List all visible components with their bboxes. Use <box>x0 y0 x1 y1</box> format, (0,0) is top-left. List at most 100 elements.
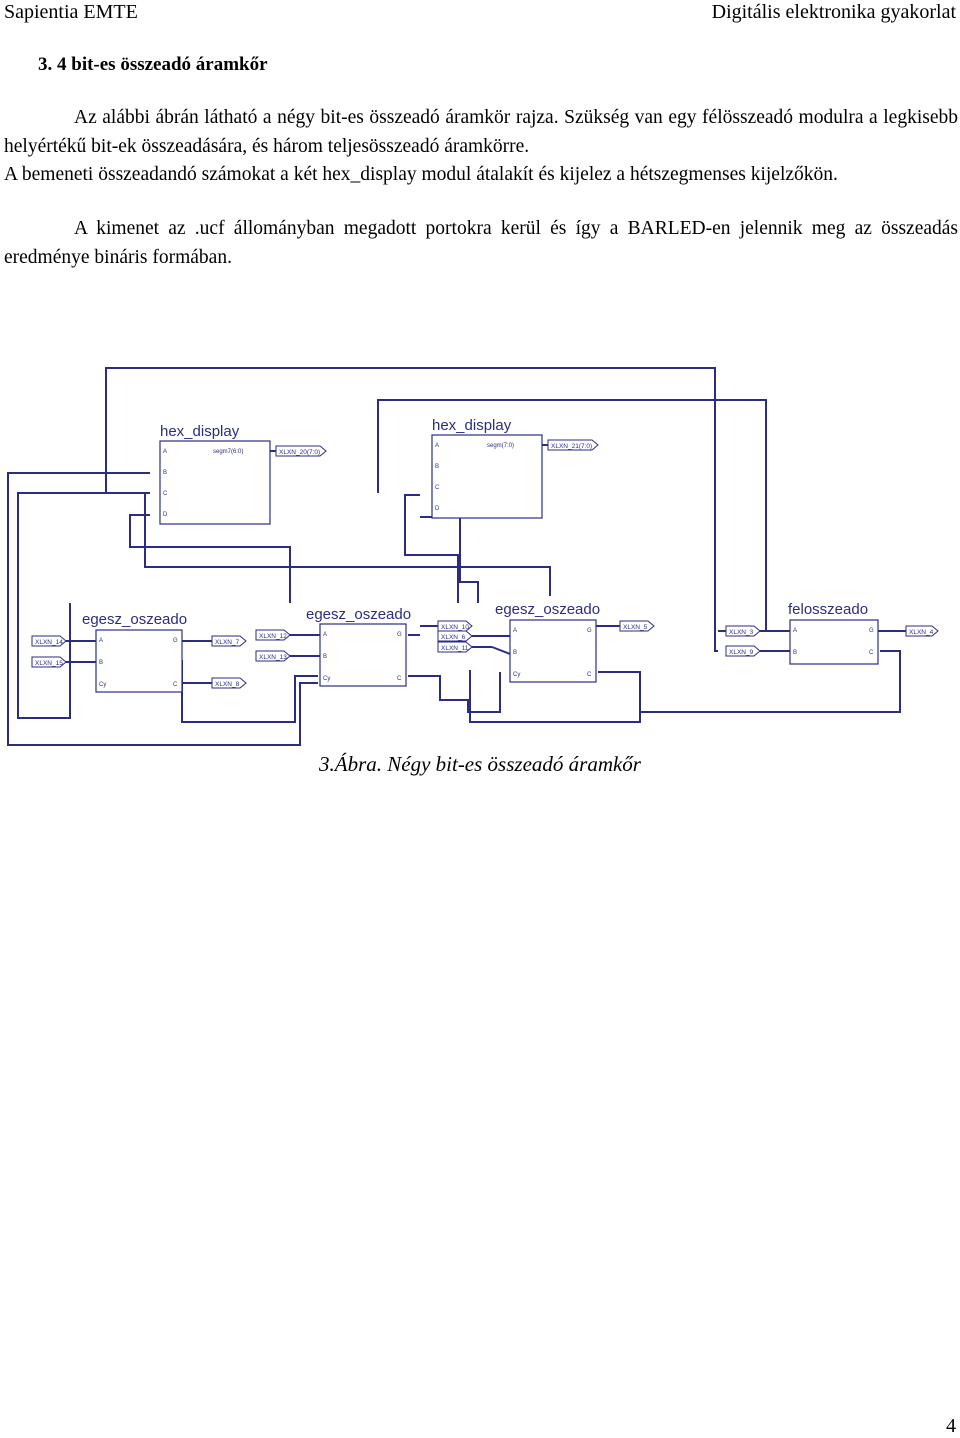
adder-3-title: egesz_oszeado <box>495 601 600 618</box>
port-xlxn-15-label: XLXN_15 <box>35 660 63 667</box>
wire-carry-4 <box>639 650 901 713</box>
adder-2-out-g: G <box>397 632 402 638</box>
port-xlxn-4 <box>905 625 939 637</box>
adder-2-out-c: C <box>397 676 402 682</box>
section-title: 3. 4 bit-es összeadó áramkőr <box>38 54 268 75</box>
adder-2: egesz_oszeado A B Cy G C <box>306 606 411 687</box>
adder-3-pin-b: B <box>513 650 517 656</box>
hex-display-2-title: hex_display <box>432 417 512 434</box>
adder-1-pin-b: B <box>99 660 103 666</box>
wire-top-outer <box>105 367 718 652</box>
port-xlxn-21 <box>547 439 599 451</box>
paragraph-2-block: A bemeneti összeadandó számokat a két he… <box>4 161 958 190</box>
page-number: 4 <box>946 1415 956 1437</box>
port-xlxn-10-label: XLXN_10 <box>441 624 469 631</box>
hex-display-1-pin-c: C <box>163 491 168 497</box>
paragraph-1-block: Az alábbi ábrán látható a négy bit-es ös… <box>4 104 958 161</box>
port-xlxn-3 <box>725 625 761 637</box>
port-xlxn-21-label: XLXN_21(7:0) <box>551 443 592 450</box>
header-left: Sapientia EMTE <box>4 1 138 23</box>
hex-display-2-pin-a: A <box>435 443 439 449</box>
hex-display-1-pin-a: A <box>163 449 167 455</box>
hex-display-2-out: segm(7:0) <box>487 443 514 449</box>
hex-display-2: hex_display A B C D segm(7:0) XLXN_21(7:… <box>431 417 599 519</box>
adder-1-out-c: C <box>173 682 178 688</box>
adder-3-out-g: G <box>587 628 592 634</box>
circuit-diagram: hex_display A B C D segm7(6:0) XLXN_20(7… <box>7 367 939 746</box>
adder-3-pin-cy: Cy <box>513 672 520 678</box>
wire-carry-1 <box>181 660 318 723</box>
hex-display-2-pin-b: B <box>435 464 439 470</box>
port-xlxn-14-label: XLXN_14 <box>35 639 63 646</box>
hex-display-2-pin-d: D <box>435 506 440 512</box>
half-adder: felosszeado A B G C <box>788 601 879 665</box>
port-xlxn-7-label: XLXN_7 <box>215 639 240 646</box>
wire-mid-3 <box>420 516 479 603</box>
adder-1-out-g: G <box>173 638 178 644</box>
port-xlxn-12 <box>255 629 291 641</box>
adder-3-box <box>509 619 597 683</box>
wires <box>7 367 901 746</box>
hex-display-1-out: segm7(6:0) <box>213 449 243 455</box>
half-adder-pin-b: B <box>793 650 797 656</box>
port-xlxn-10 <box>437 620 473 632</box>
wire-mid-1 <box>129 514 291 603</box>
wire-left-inner <box>17 492 150 719</box>
adder-2-pin-b: B <box>323 654 327 660</box>
adder-3: egesz_oszeado A B Cy G C <box>495 601 600 683</box>
adder-2-box <box>319 623 407 687</box>
hex-display-2-box <box>431 434 543 519</box>
half-adder-title: felosszeado <box>788 601 868 618</box>
wire-carry-2 <box>408 672 501 713</box>
adder-3-out-c: C <box>587 672 592 678</box>
adder-1-pin-a: A <box>99 638 103 644</box>
port-xlxn-6-label: XLXN_6 <box>441 634 466 641</box>
adder-1-title: egesz_oszeado <box>82 611 187 628</box>
port-xlxn-4-label: XLXN_4 <box>909 629 934 636</box>
adder-1-box <box>95 629 183 693</box>
ports: XLXN_14 XLXN_15 XLXN_7 XLXN_8 XLXN_12 XL… <box>31 620 939 689</box>
half-adder-pin-a: A <box>793 628 797 634</box>
port-xlxn-9-label: XLXN_9 <box>729 649 754 656</box>
adder-3-pin-a: A <box>513 628 517 634</box>
port-xlxn-15 <box>31 656 67 668</box>
port-xlxn-11-label: XLXN_11 <box>441 645 469 652</box>
port-xlxn-12-label: XLXN_12 <box>259 633 287 640</box>
half-adder-out-g: G <box>869 628 874 634</box>
paragraph-3: A kimenet az .ucf állományban megadott p… <box>4 218 958 268</box>
half-adder-out-c: C <box>869 650 874 656</box>
paragraph-3-block: A kimenet az .ucf állományban megadott p… <box>4 215 958 272</box>
port-xlxn-20-label: XLXN_20(7:0) <box>279 449 320 456</box>
port-xlxn-7 <box>211 635 247 647</box>
adder-1-pin-cy: Cy <box>99 682 106 688</box>
port-xlxn-20 <box>275 445 327 457</box>
header-right: Digitális elektronika gyakorlat <box>711 1 956 23</box>
port-xlxn-3-label: XLXN_3 <box>729 629 754 636</box>
port-xlxn-8-label: XLXN_8 <box>215 681 240 688</box>
port-xlxn-9 <box>725 645 761 657</box>
port-xlxn-8 <box>211 677 247 689</box>
port-xlxn-13 <box>255 650 291 662</box>
wire-left-outer <box>7 472 318 746</box>
wire-mid-4 <box>144 492 551 596</box>
port-xlxn-5-label: XLXN_5 <box>623 624 648 631</box>
hex-display-2-pin-c: C <box>435 485 440 491</box>
wire-carry-3 <box>469 670 641 723</box>
port-xlxn-11-wire-2 <box>491 646 511 655</box>
port-xlxn-14 <box>31 635 67 647</box>
hex-display-1: hex_display A B C D segm7(6:0) XLXN_20(7… <box>159 423 327 525</box>
hex-display-1-pin-b: B <box>163 470 167 476</box>
adder-2-pin-a: A <box>323 632 327 638</box>
figure-caption: 3.Ábra. Négy bit-es összeadó áramkőr <box>319 752 641 776</box>
paragraph-2: A bemeneti összeadandó számokat a két he… <box>4 164 838 185</box>
hex-display-1-box <box>159 440 271 525</box>
wire-mid-2 <box>404 494 459 603</box>
paragraph-1: Az alábbi ábrán látható a négy bit-es ös… <box>4 107 958 157</box>
adder-1: egesz_oszeado A B Cy G C <box>82 611 187 693</box>
port-xlxn-6 <box>437 630 473 642</box>
adder-2-title: egesz_oszeado <box>306 606 411 623</box>
hex-display-1-title: hex_display <box>160 423 240 440</box>
hex-display-1-pin-d: D <box>163 512 168 518</box>
half-adder-box <box>789 619 879 665</box>
adder-2-pin-cy: Cy <box>323 676 330 682</box>
